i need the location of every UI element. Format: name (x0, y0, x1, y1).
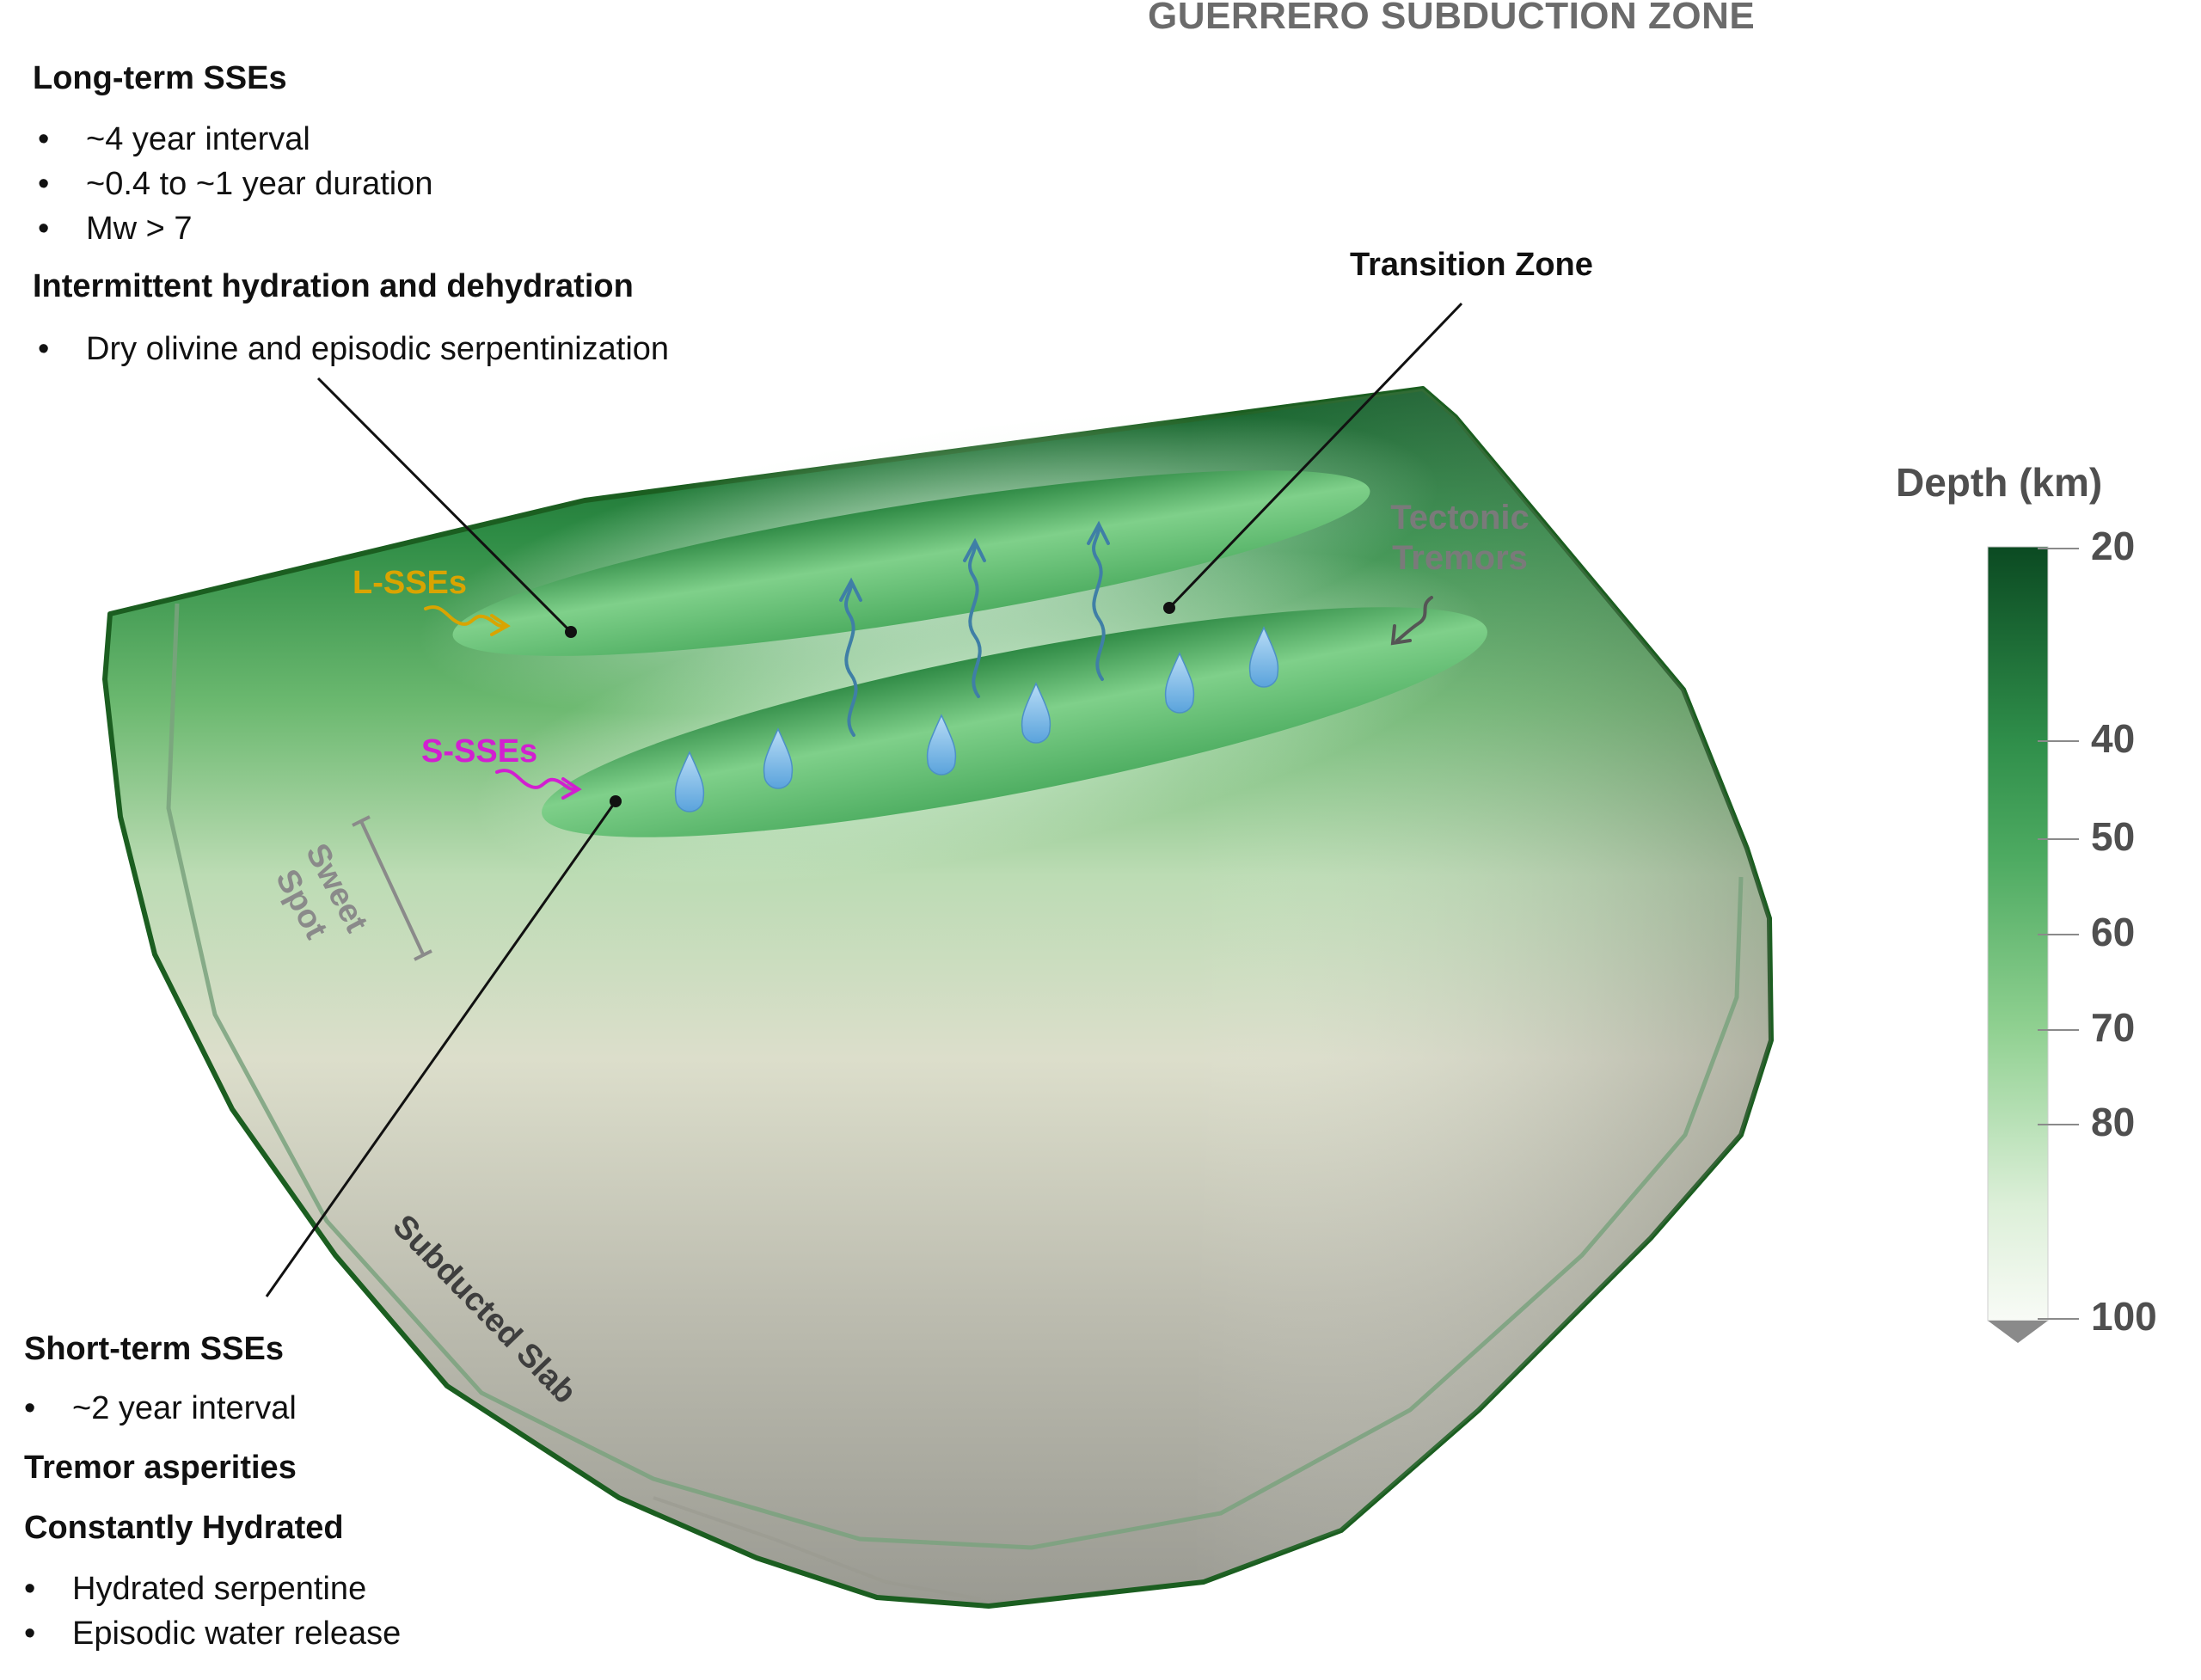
tick-label: 100 (2091, 1294, 2157, 1339)
water-drops (674, 626, 1279, 812)
wavy-up-arrow-icon (1087, 520, 1110, 681)
water-drop-icon (674, 751, 705, 812)
tick-label: 20 (2091, 524, 2136, 568)
water-drop-icon (1248, 626, 1279, 688)
colorbar-ticks (2038, 548, 2079, 1320)
legend-title: Depth (km) (1896, 460, 2103, 505)
tremor-arrow-icon (1390, 596, 1433, 646)
s-sses-arrow-icon (495, 769, 582, 800)
list-item: ~0.4 to ~1 year duration (33, 162, 433, 206)
sweet-spot-bracket (352, 815, 432, 961)
tectonic-tremors-line2: Tremors (1392, 539, 1528, 577)
list-item: Hydrated serpentine (19, 1567, 401, 1611)
tick-label: 50 (2091, 814, 2136, 859)
long-term-bullets: ~4 year interval ~0.4 to ~1 year duratio… (33, 117, 433, 251)
colorbar-extend-triangle (1988, 1321, 2048, 1343)
tick-label: 70 (2091, 1005, 2136, 1050)
long-term-sse-zone (452, 470, 1370, 656)
constantly-hydrated-bullets: Hydrated serpentine Episodic water relea… (19, 1567, 401, 1656)
constantly-hydrated-heading: Constantly Hydrated (24, 1510, 344, 1546)
fluid-rise-arrows (839, 520, 1110, 737)
slab-lower-rim (653, 1496, 981, 1601)
wavy-up-arrow-icon (963, 537, 986, 698)
list-item: Mw > 7 (33, 206, 433, 251)
transition-zone-label: Transition Zone (1350, 247, 1593, 283)
list-item: Dry olivine and episodic serpentinizatio… (33, 327, 669, 371)
page-title: GUERRERO SUBDUCTION ZONE (1148, 0, 1756, 37)
tick-label: 60 (2091, 910, 2136, 954)
leader-line-transition (1168, 302, 1463, 610)
leader-line-long-term (316, 377, 573, 634)
tick-label: 80 (2091, 1100, 2136, 1144)
l-sses-label: L-SSEs (353, 565, 467, 601)
water-drop-icon (1021, 682, 1051, 744)
list-item: ~2 year interval (19, 1386, 297, 1431)
s-sses-label: S-SSEs (421, 733, 537, 769)
water-drop-icon (926, 714, 957, 776)
short-term-bullets: ~2 year interval (19, 1386, 297, 1431)
water-drop-icon (1164, 652, 1195, 714)
leader-line-short-term (265, 800, 617, 1297)
short-term-heading: Short-term SSEs (24, 1331, 284, 1367)
list-item: ~4 year interval (33, 117, 433, 162)
tremor-asperities-heading: Tremor asperities (24, 1450, 297, 1486)
leader-lines (265, 302, 1463, 1297)
l-sses-arrow-icon (424, 605, 511, 636)
intermittent-bullets: Dry olivine and episodic serpentinizatio… (33, 327, 669, 371)
slab-inner-edge (166, 603, 1744, 1550)
wavy-up-arrow-icon (839, 577, 862, 737)
tick-label: 40 (2091, 716, 2136, 761)
list-item: Episodic water release (19, 1611, 401, 1656)
water-drop-icon (763, 727, 794, 789)
intermittent-heading: Intermittent hydration and dehydration (33, 268, 634, 304)
tectonic-tremors-line1: Tectonic (1390, 499, 1530, 536)
long-term-heading: Long-term SSEs (33, 60, 287, 96)
